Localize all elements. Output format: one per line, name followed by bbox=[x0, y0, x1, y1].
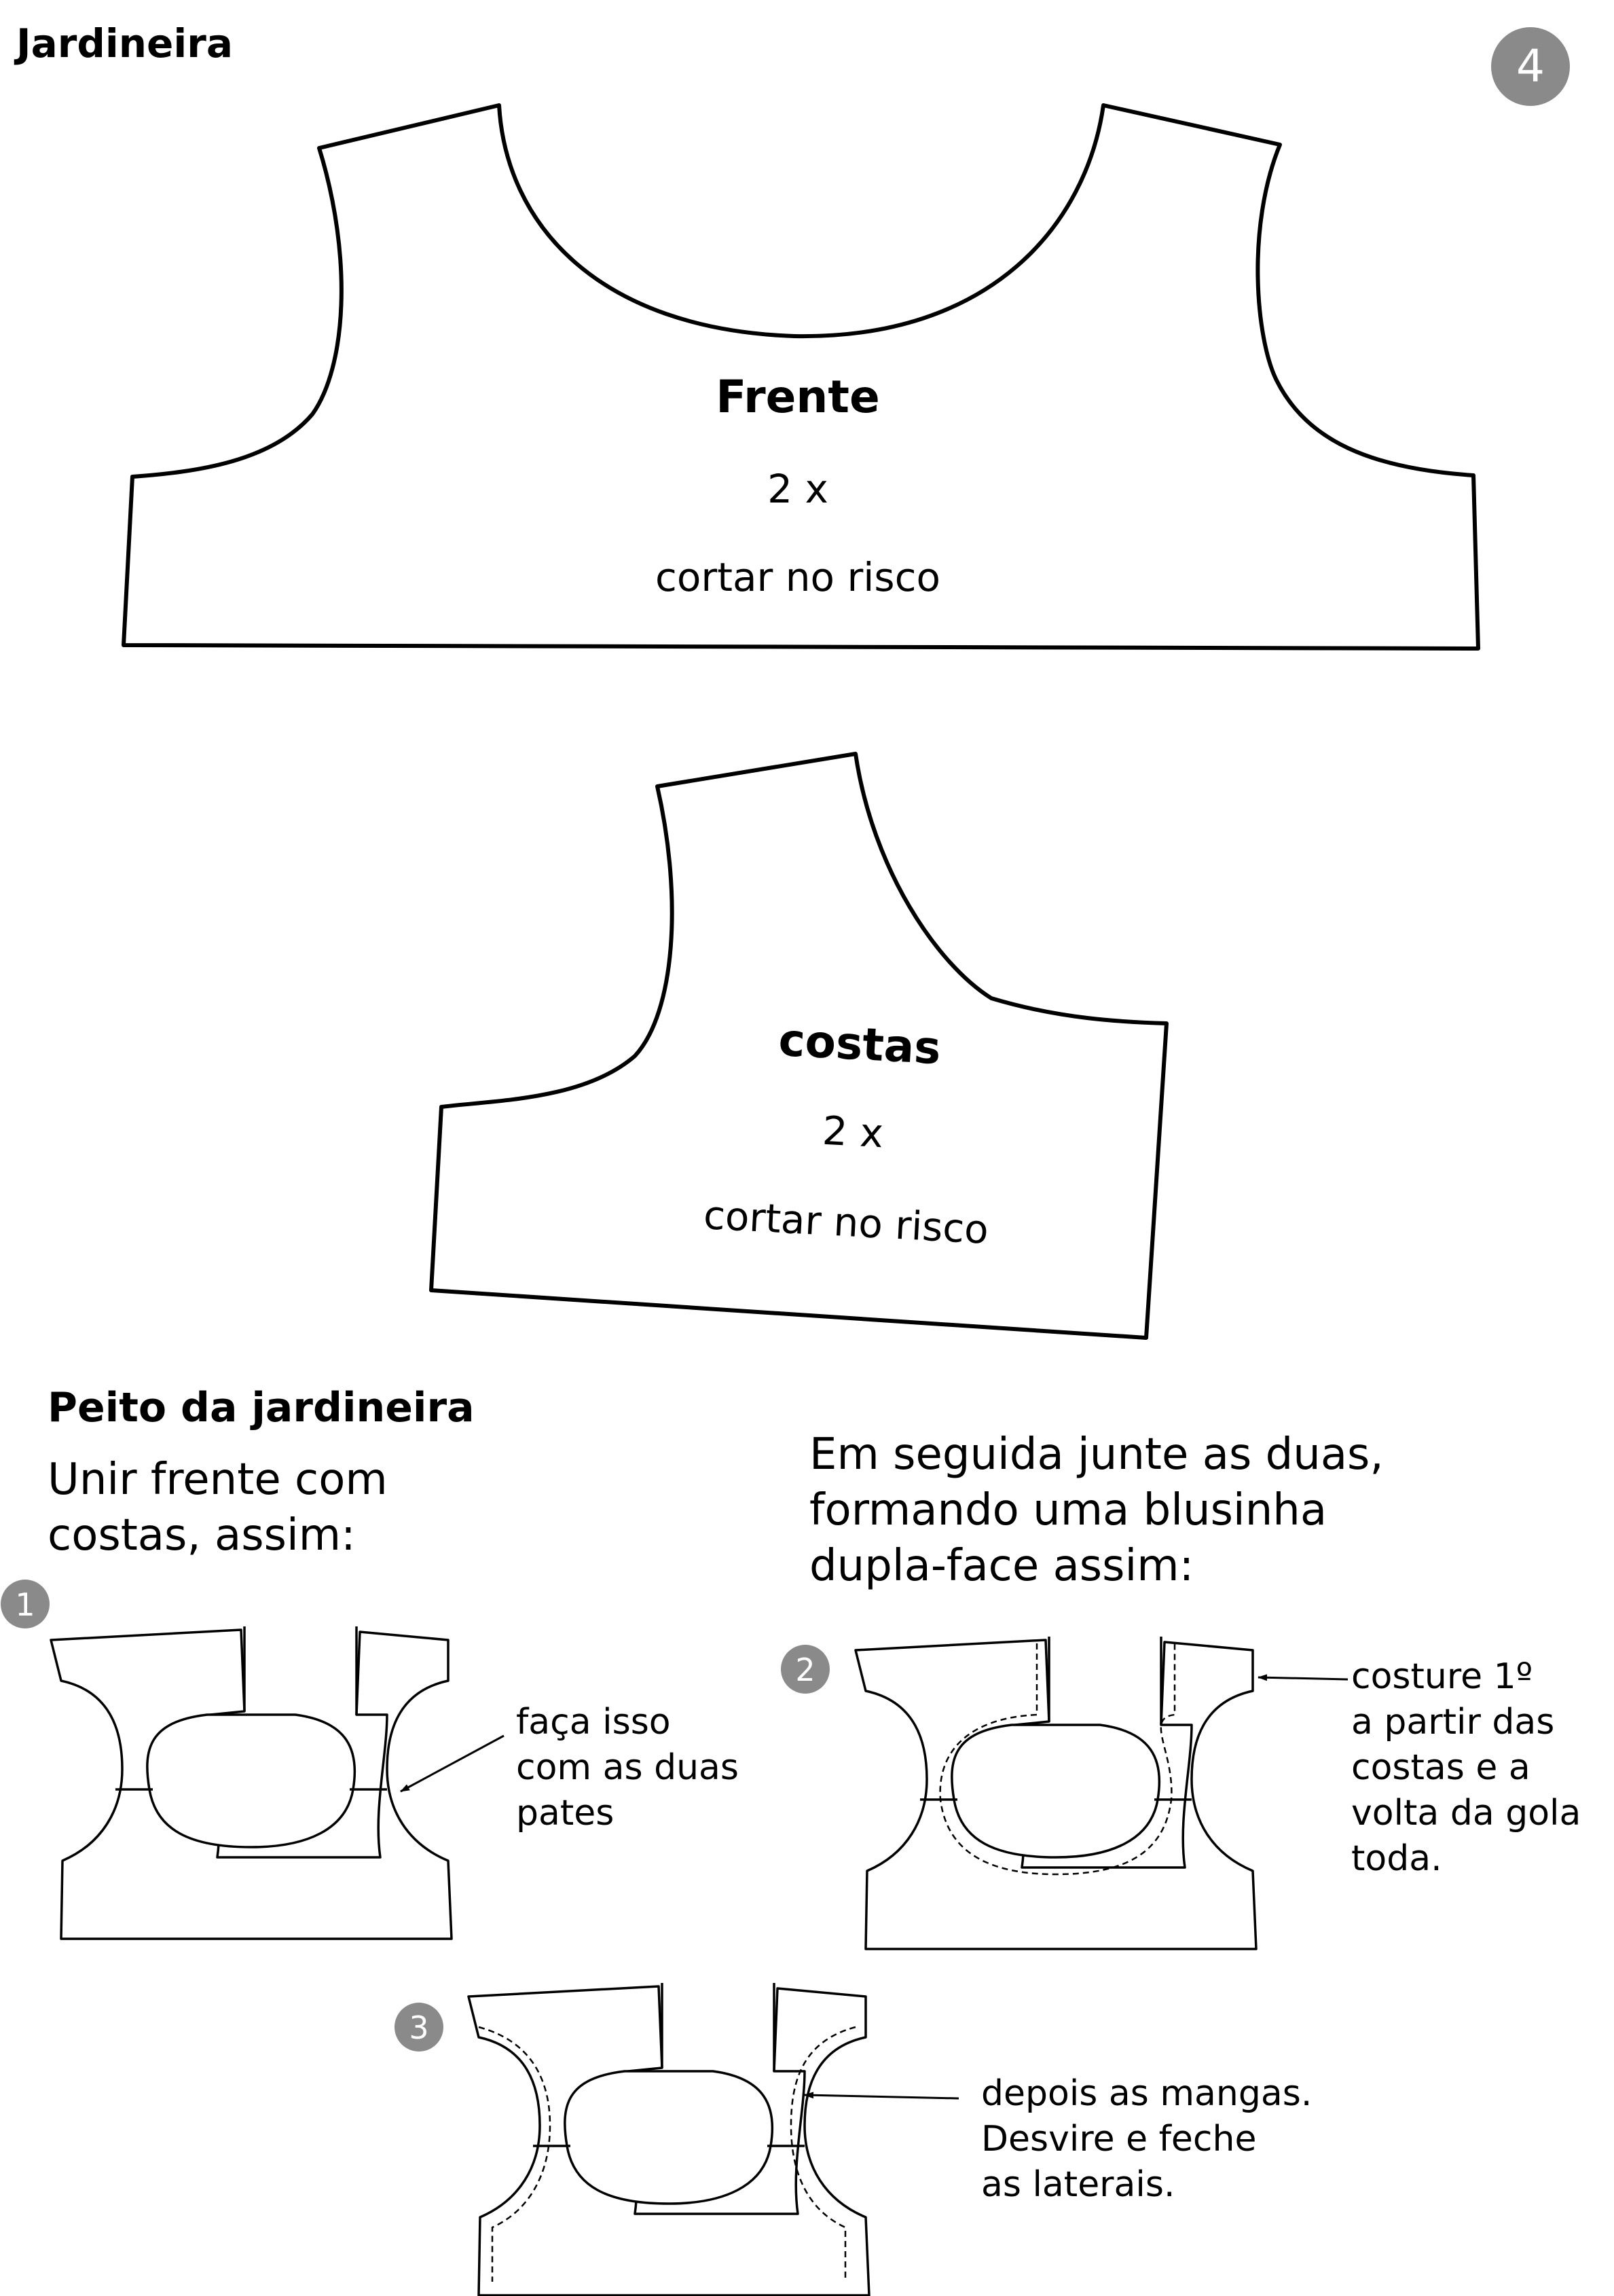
step-1-bodice bbox=[50, 1626, 453, 1940]
page-number: 4 bbox=[1516, 40, 1545, 92]
intro-line-1: Unir frente com bbox=[48, 1455, 388, 1505]
front-piece-name: Frente bbox=[716, 371, 879, 423]
step-3-note-line-2: Desvire e feche bbox=[981, 2119, 1256, 2160]
step-2-note-line-1: costure 1º bbox=[1351, 1656, 1533, 1697]
next-step-line-2: formando uma blusinha bbox=[809, 1485, 1327, 1535]
front-piece-instruction: cortar no risco bbox=[655, 554, 940, 600]
step-1-badge: 1 bbox=[1, 1580, 50, 1628]
step-1: 1 faça isso com as duas pates bbox=[1, 1580, 739, 1940]
step-3-bodice bbox=[467, 1983, 870, 2296]
step-3-note-line-1: depois as mangas. bbox=[981, 2073, 1312, 2114]
front-piece-quantity: 2 x bbox=[767, 466, 828, 512]
step-1-note-line-3: pates bbox=[516, 1793, 614, 1834]
step-3-badge: 3 bbox=[395, 2003, 443, 2052]
step-3: 3 depois as mangas. Desvire e feche as l… bbox=[395, 1983, 1312, 2296]
step-2-note-line-3: costas e a bbox=[1351, 1747, 1530, 1788]
front-pattern-piece: Frente 2 x cortar no risco bbox=[122, 103, 1480, 651]
intro-line-2: costas, assim: bbox=[48, 1510, 356, 1561]
page-title: Jardineira bbox=[14, 20, 233, 67]
step-1-note-line-2: com as duas bbox=[516, 1747, 739, 1788]
back-piece-quantity: 2 x bbox=[821, 1108, 884, 1157]
back-piece-name: costas bbox=[777, 1014, 942, 1074]
page-number-badge: 4 bbox=[1491, 27, 1570, 106]
step-3-note-line-3: as laterais. bbox=[981, 2164, 1175, 2205]
step-2: 2 costure 1º a partir das costas e a vol… bbox=[781, 1637, 1581, 1950]
step-2-note-line-2: a partir das bbox=[1351, 1702, 1554, 1743]
step-2-note-line-5: toda. bbox=[1351, 1838, 1442, 1879]
step-2-bodice bbox=[854, 1637, 1258, 1950]
next-step-line-1: Em seguida junte as duas, bbox=[809, 1429, 1384, 1480]
next-step-line-3: dupla-face assim: bbox=[809, 1541, 1194, 1591]
step-2-note-line-4: volta da gola bbox=[1351, 1793, 1581, 1834]
back-pattern-piece: costas 2 x cortar no risco bbox=[429, 752, 1169, 1340]
step-1-number: 1 bbox=[15, 1586, 35, 1623]
step-1-note-line-1: faça isso bbox=[516, 1702, 671, 1743]
step-3-number: 3 bbox=[409, 2009, 428, 2046]
section-heading: Peito da jardineira bbox=[48, 1384, 475, 1432]
step-2-number: 2 bbox=[795, 1652, 815, 1688]
step-2-badge: 2 bbox=[781, 1645, 830, 1694]
